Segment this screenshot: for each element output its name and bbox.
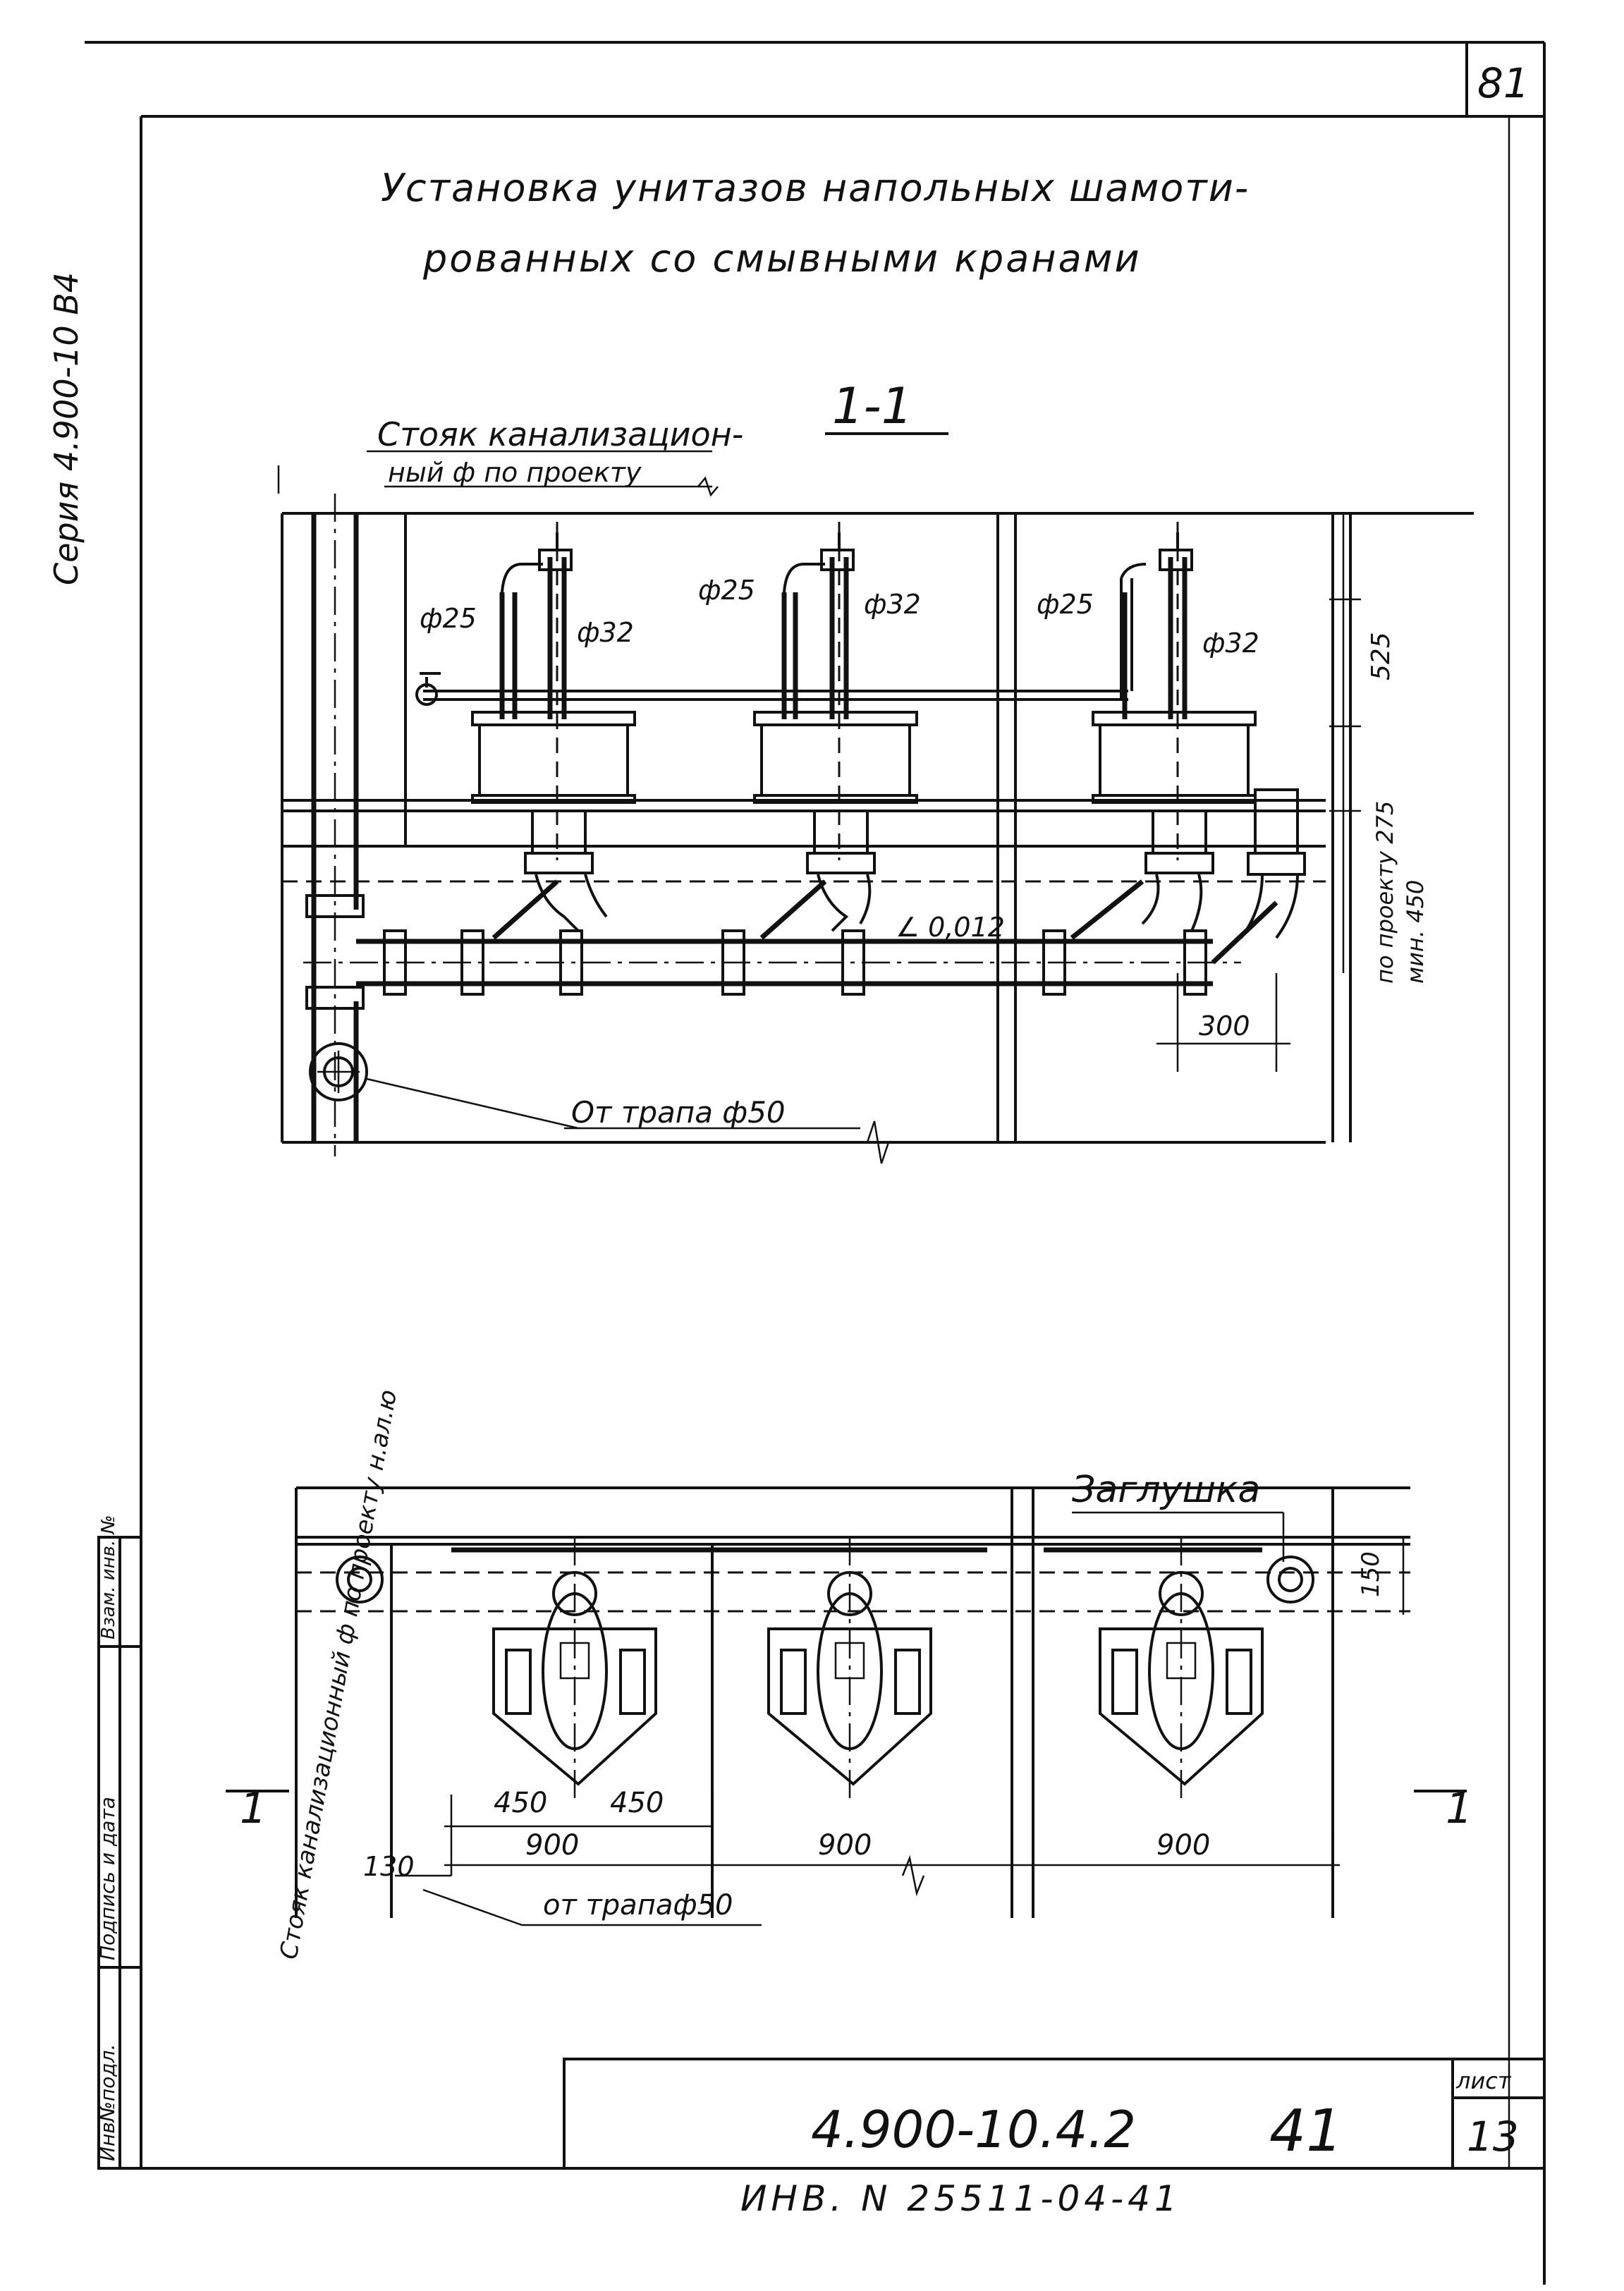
plan-view xyxy=(226,1486,1467,1926)
dim-300: 300 xyxy=(1199,1010,1250,1041)
plan-dim-450-right: 450 xyxy=(610,1787,664,1819)
left-stamp xyxy=(97,1536,142,2170)
plan-dim-130: 130 xyxy=(363,1851,415,1882)
dim-525: 525 xyxy=(1367,632,1396,680)
sheet-title-line1: Установка унитазов напольных шамоти- xyxy=(381,166,1250,210)
dim-d25-b: ф25 xyxy=(698,575,755,606)
section-riser-label-line1: Стояк канализацион- xyxy=(377,415,743,453)
toilet-fixture-3 xyxy=(1092,522,1306,939)
side-series-label: Серия 4.900-10 В4 xyxy=(47,272,85,585)
dim-450-min: мин. 450 xyxy=(1402,880,1429,984)
toilet-fixture-2 xyxy=(753,522,918,932)
dim-d32-b: ф32 xyxy=(864,589,921,620)
stamp-col-inventory: Инв№подл. xyxy=(96,2044,119,2161)
dim-d32-c: ф32 xyxy=(1202,628,1259,659)
toilet-plan-1 xyxy=(492,1537,657,1805)
stamp-page: 41 xyxy=(1269,2098,1343,2165)
plan-dim-900-a: 900 xyxy=(525,1829,579,1862)
plan-dim-150: 150 xyxy=(1357,1551,1385,1597)
section-label: 1-1 xyxy=(832,377,912,435)
stamp-col-replacement: Взам. инв. № xyxy=(98,1515,119,1639)
stamp-col-signature: Подпись и дата xyxy=(96,1797,119,1960)
section-view xyxy=(277,450,1474,1164)
sheet-title-line2: рованных со смывными кранами xyxy=(422,236,1142,281)
sheet-label: лист xyxy=(1455,2067,1512,2094)
plan-plug-label: Заглушка xyxy=(1072,1469,1260,1511)
dim-d25-a: ф25 xyxy=(420,603,477,634)
stamp-code: 4.900-10.4.2 xyxy=(811,2100,1136,2159)
plan-dim-900-c: 900 xyxy=(1156,1829,1210,1862)
plan-from-drain: от трапаф50 xyxy=(543,1889,733,1922)
toilet-fixture-1 xyxy=(471,522,636,932)
sheet-number: 13 xyxy=(1467,2113,1519,2161)
title-block xyxy=(563,2058,1546,2170)
section-from-drain: От трапа ф50 xyxy=(571,1095,786,1130)
toilet-plan-2 xyxy=(767,1537,932,1805)
section-riser-label-line2: ный ф по проекту xyxy=(388,457,642,488)
plan-cut-right: 1 xyxy=(1446,1784,1472,1833)
toilet-plan-3 xyxy=(1099,1537,1264,1805)
dim-d32-a: ф32 xyxy=(577,617,634,648)
plan-cut-left: 1 xyxy=(240,1784,267,1833)
corner-number: 81 xyxy=(1477,59,1530,107)
dim-275: по проекту 275 xyxy=(1372,801,1398,984)
plan-dim-900-b: 900 xyxy=(818,1829,872,1862)
inventory-note: ИНВ. N 25511-04-41 xyxy=(740,2178,1181,2219)
dim-d25-c: ф25 xyxy=(1037,589,1094,620)
slope-label: ∠ 0,012 xyxy=(896,912,1005,943)
plan-dim-450-left: 450 xyxy=(494,1787,547,1819)
